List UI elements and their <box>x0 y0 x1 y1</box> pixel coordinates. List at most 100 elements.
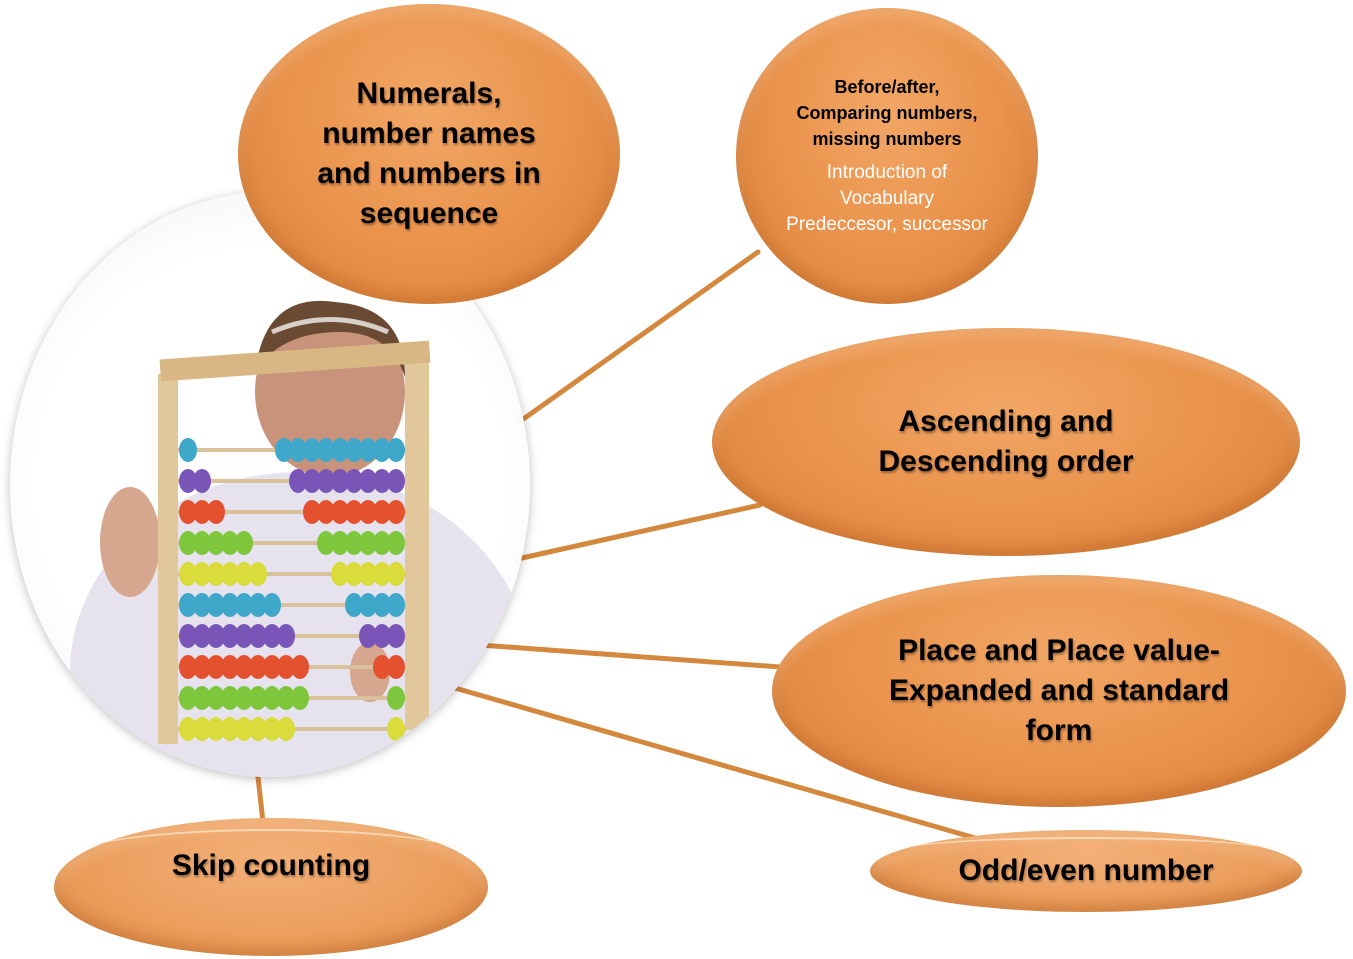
abacus-bead <box>207 593 225 617</box>
abacus-bead <box>235 717 253 741</box>
abacus-bead <box>221 686 239 710</box>
abacus-bead <box>207 562 225 586</box>
node-odd-even-line-1: Odd/even number <box>958 854 1214 887</box>
node-skip-counting: Skip counting <box>54 818 488 956</box>
abacus-bead <box>249 655 267 679</box>
node-numerals-line-2: number names <box>322 117 536 150</box>
abacus-bead <box>359 593 377 617</box>
abacus-bead <box>249 593 267 617</box>
node-place-value-line-2: Expanded and standard <box>888 674 1230 707</box>
abacus-illustration <box>70 300 530 777</box>
abacus-bead <box>317 531 335 555</box>
abacus-bead <box>277 624 295 648</box>
abacus-bead <box>193 531 211 555</box>
abacus-bead <box>387 593 405 617</box>
abacus-bead <box>235 562 253 586</box>
node-place-value-line-3: form <box>1025 714 1093 747</box>
abacus-bead <box>235 531 253 555</box>
abacus-bead <box>387 686 405 710</box>
abacus-bead <box>193 686 211 710</box>
abacus-bead <box>193 562 211 586</box>
abacus-bead <box>179 624 197 648</box>
abacus-bead <box>373 469 391 493</box>
abacus-bead <box>249 686 267 710</box>
abacus-bead <box>179 686 197 710</box>
abacus-bead <box>221 624 239 648</box>
abacus-bead <box>263 717 281 741</box>
abacus-bead <box>263 686 281 710</box>
node-numerals-line-1: Numerals, <box>356 77 502 110</box>
abacus-bead <box>387 531 405 555</box>
abacus-bead <box>331 500 349 524</box>
abacus-bead <box>373 624 391 648</box>
node-before-after-note-3: Predeccesor, successor <box>786 214 988 235</box>
connector-before-after <box>519 249 761 423</box>
node-before-after-line-1: Before/after, <box>834 77 940 97</box>
abacus-bead <box>291 686 309 710</box>
abacus-bead <box>221 562 239 586</box>
abacus-bead <box>303 469 321 493</box>
abacus-bead <box>193 469 211 493</box>
abacus-bead <box>275 438 293 462</box>
abacus-bead <box>263 655 281 679</box>
abacus-bead <box>331 562 349 586</box>
child-abacus-image <box>10 192 530 777</box>
abacus-bead <box>179 562 197 586</box>
abacus-bead <box>373 593 391 617</box>
abacus-bead <box>317 438 335 462</box>
node-ascending: Ascending and Descending order <box>712 328 1300 556</box>
abacus-bead <box>331 438 349 462</box>
node-place-value-line-1: Place and Place value- <box>898 634 1220 667</box>
node-before-after-note-1: Introduction of <box>826 162 948 183</box>
abacus-bead <box>235 655 253 679</box>
abacus-bead <box>303 438 321 462</box>
connector-place-value <box>477 642 783 670</box>
abacus-bead <box>317 500 335 524</box>
abacus-bead <box>235 686 253 710</box>
abacus-bead <box>263 624 281 648</box>
abacus-bead <box>193 655 211 679</box>
node-before-after-line-2: Comparing numbers, <box>796 103 978 123</box>
abacus-bead <box>373 655 391 679</box>
abacus-bead <box>249 624 267 648</box>
abacus-bead <box>179 531 197 555</box>
abacus-bead <box>179 469 197 493</box>
abacus-bead <box>373 531 391 555</box>
abacus-bead <box>249 562 267 586</box>
abacus-bead <box>249 717 267 741</box>
node-before-after-line-3: missing numbers <box>812 129 962 149</box>
abacus-bead <box>359 438 377 462</box>
abacus-bead <box>277 717 295 741</box>
node-ascending-line-1: Ascending and <box>898 405 1114 438</box>
abacus-bead <box>387 655 405 679</box>
abacus-bead <box>289 438 307 462</box>
abacus-bead <box>179 438 197 462</box>
abacus-bead <box>289 469 307 493</box>
abacus-bead <box>331 531 349 555</box>
abacus-bead <box>387 717 405 741</box>
abacus-bead <box>345 562 363 586</box>
abacus-bead <box>345 593 363 617</box>
abacus-bead <box>277 655 295 679</box>
abacus-bead <box>193 593 211 617</box>
abacus-bead <box>387 500 405 524</box>
abacus-bead <box>221 717 239 741</box>
abacus-bead <box>207 686 225 710</box>
node-ascending-line-2: Descending order <box>878 445 1134 478</box>
abacus-bead <box>345 438 363 462</box>
abacus-bead <box>359 469 377 493</box>
node-skip-counting-line-1: Skip counting <box>171 849 371 882</box>
abacus-bead <box>387 562 405 586</box>
abacus-bead <box>345 469 363 493</box>
abacus-bead <box>235 624 253 648</box>
abacus-bead <box>387 438 405 462</box>
abacus-bead <box>373 438 391 462</box>
abacus-bead <box>291 655 309 679</box>
abacus-bead <box>207 624 225 648</box>
node-place-value: Place and Place value- Expanded and stan… <box>772 575 1346 807</box>
abacus-bead <box>221 593 239 617</box>
abacus-bead <box>373 562 391 586</box>
abacus-bead <box>387 469 405 493</box>
